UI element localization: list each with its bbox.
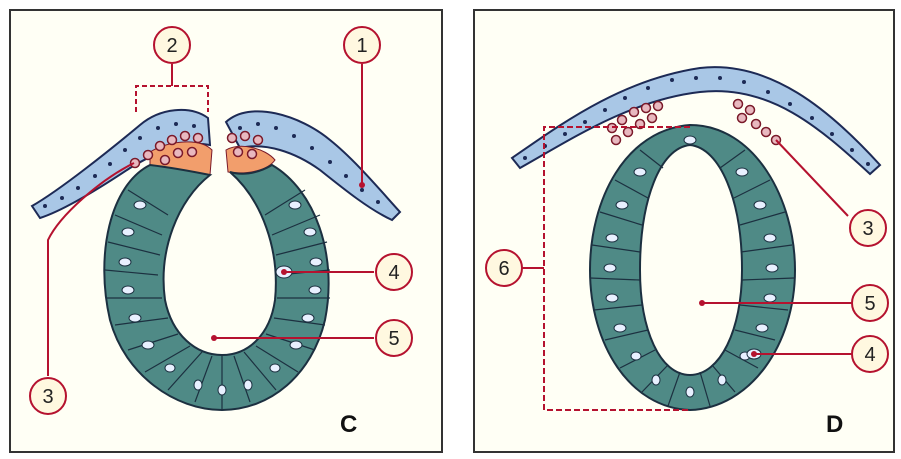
callout-right-3: 3	[850, 210, 886, 246]
panel-letter-c: C	[340, 411, 357, 438]
panel-letter-d: D	[826, 411, 843, 438]
callout-right-5-label: 5	[864, 293, 875, 315]
callout-right-6: 6	[486, 250, 522, 286]
callout-left-1: 1	[344, 27, 380, 63]
leader-4-end	[281, 269, 287, 275]
callout-left-5: 5	[376, 320, 412, 356]
callout-right-6-label: 6	[498, 258, 509, 280]
callout-right-5: 5	[852, 285, 888, 321]
callout-left-5-label: 5	[388, 328, 399, 350]
callout-left-3-label: 3	[42, 386, 53, 408]
callout-left-4-label: 4	[388, 262, 399, 284]
leader-5-end	[211, 335, 217, 341]
callout-left-4: 4	[376, 254, 412, 290]
callout-right-3-label: 3	[862, 218, 873, 240]
callout-right-4-label: 4	[864, 344, 875, 366]
callout-left-1-label: 1	[356, 35, 367, 57]
callout-left-2-label: 2	[166, 35, 177, 57]
leader-5-right-end	[699, 300, 705, 306]
callout-left-3: 3	[30, 378, 66, 414]
callout-left-2: 2	[154, 27, 190, 63]
leader-1-end	[359, 182, 365, 188]
callout-right-4: 4	[852, 336, 888, 372]
leader-4-right-end	[751, 351, 757, 357]
